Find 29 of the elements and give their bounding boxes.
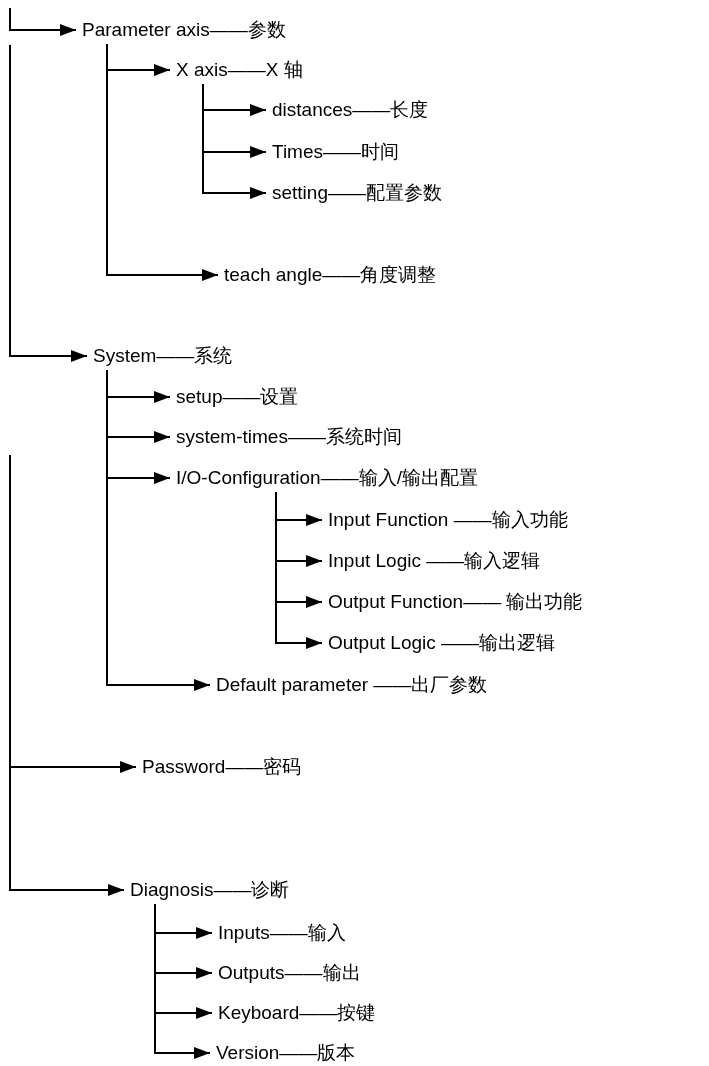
menu-item-label: Parameter axis——参数 xyxy=(82,18,286,42)
menu-item-label: I/O-Configuration——输入/输出配置 xyxy=(176,466,478,490)
arrow xyxy=(9,7,77,36)
menu-item-label: Input Logic ——输入逻辑 xyxy=(328,549,541,573)
menu-item-label: Inputs——输入 xyxy=(218,921,346,945)
menu-item-label: system-times——系统时间 xyxy=(176,425,402,449)
arrow xyxy=(106,369,211,691)
arrow xyxy=(154,903,211,1059)
arrow xyxy=(275,491,323,649)
menu-item-label: System——系统 xyxy=(93,344,233,368)
menu-item-label: Output Function—— 输出功能 xyxy=(328,590,583,614)
arrow xyxy=(9,454,125,896)
menu-item-label: Times——时间 xyxy=(272,140,400,164)
menu-item-label: Version——版本 xyxy=(216,1041,356,1065)
menu-item-label: Input Function ——输入功能 xyxy=(328,508,568,532)
menu-item-label: Keyboard——按键 xyxy=(218,1001,376,1025)
menu-item-label: X axis——X 轴 xyxy=(176,58,303,82)
menu-item-label: distances——长度 xyxy=(272,98,429,122)
menu-item-label: Diagnosis——诊断 xyxy=(130,878,290,902)
menu-item-label: setting——配置参数 xyxy=(272,181,442,205)
arrow xyxy=(9,44,88,362)
menu-item-label: Output Logic ——输出逻辑 xyxy=(328,631,556,655)
menu-item-label: setup——设置 xyxy=(176,385,299,409)
menu-item-label: Password——密码 xyxy=(142,755,302,779)
arrow xyxy=(202,83,267,199)
menu-item-label: Default parameter ——出厂参数 xyxy=(216,673,488,697)
arrow xyxy=(106,43,219,281)
menu-item-label: Outputs——输出 xyxy=(218,961,361,985)
menu-item-label: teach angle——角度调整 xyxy=(224,263,437,287)
